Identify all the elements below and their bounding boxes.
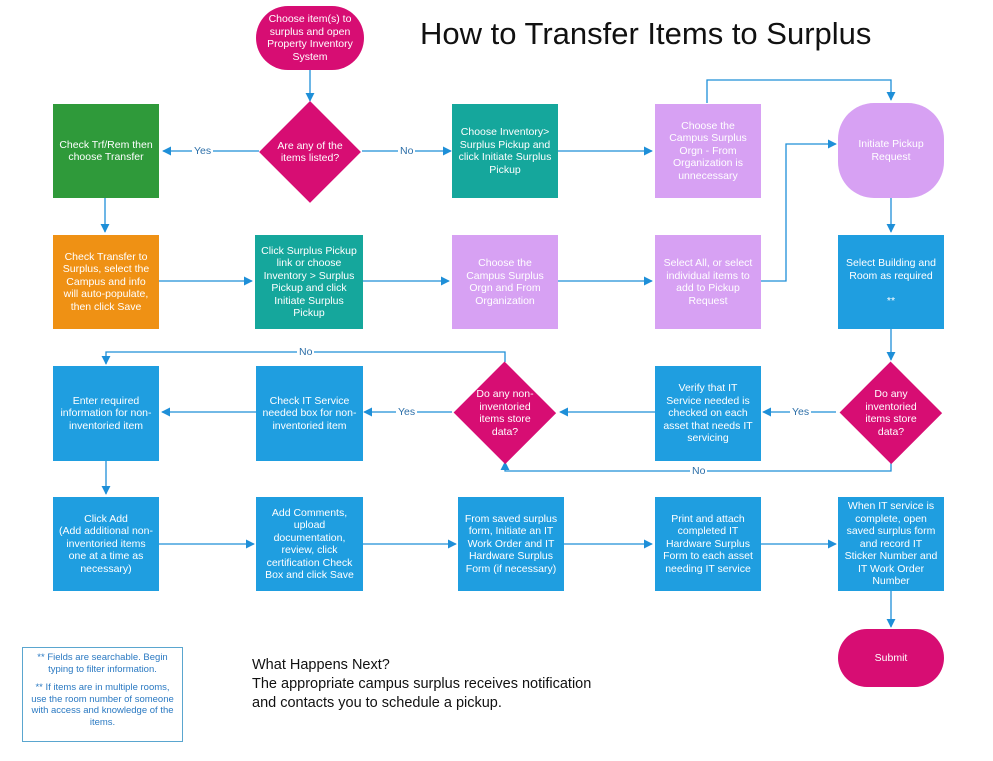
inventoried-decision: Do any inventoried items store data? xyxy=(837,360,945,466)
select-all-box: Select All, or select individual items t… xyxy=(655,235,761,329)
check-it-service-text: Check IT Service needed box for non-inve… xyxy=(262,394,357,432)
submit-text: Submit xyxy=(874,651,908,664)
select-building-text: Select Building and Room as required ** xyxy=(846,257,936,307)
check-it-service-box: Check IT Service needed box for non-inve… xyxy=(256,366,363,461)
select-building-box: Select Building and Room as required ** xyxy=(838,235,944,329)
edge-label-no-non-inv: No xyxy=(297,346,315,358)
from-saved-form-text: From saved surplus form, Initiate an IT … xyxy=(464,512,558,575)
choose-orgn-unnecessary-text: Choose the Campus Surplus Orgn - From Or… xyxy=(669,119,747,182)
inventoried-text: Do any inventoried items store data? xyxy=(865,388,917,438)
choose-orgn-from-box: Choose the Campus Surplus Orgn and From … xyxy=(452,235,558,329)
add-comments-text: Add Comments, upload documentation, revi… xyxy=(265,506,354,582)
items-listed-decision: Are any of the items listed? xyxy=(257,99,363,205)
add-comments-box: Add Comments, upload documentation, revi… xyxy=(256,497,363,591)
click-add-text: Click Add (Add additional non-inventorie… xyxy=(59,512,153,575)
choose-orgn-from-text: Choose the Campus Surplus Orgn and From … xyxy=(466,257,544,307)
print-attach-box: Print and attach completed IT Hardware S… xyxy=(655,497,761,591)
click-add-box: Click Add (Add additional non-inventorie… xyxy=(53,497,159,591)
start-node: Choose item(s) to surplus and open Prope… xyxy=(256,6,364,70)
click-surplus-link-box: Click Surplus Pickup link or choose Inve… xyxy=(255,235,363,329)
what-next-heading: What Happens Next? xyxy=(252,657,390,673)
choose-orgn-unnecessary-box: Choose the Campus Surplus Orgn - From Or… xyxy=(655,104,761,198)
diagram-title: How to Transfer Items to Surplus xyxy=(420,16,872,51)
print-attach-text: Print and attach completed IT Hardware S… xyxy=(663,512,753,575)
initiate-pickup-text: Initiate Pickup Request xyxy=(858,138,924,163)
from-saved-form-box: From saved surplus form, Initiate an IT … xyxy=(458,497,564,591)
initiate-pickup-node: Initiate Pickup Request xyxy=(838,103,944,198)
when-it-complete-box: When IT service is complete, open saved … xyxy=(838,497,944,591)
non-inventoried-text: Do any non-inventoried items store data? xyxy=(476,388,534,438)
note-searchable: ** Fields are searchable. Begin typing t… xyxy=(37,652,168,675)
start-node-text: Choose item(s) to surplus and open Prope… xyxy=(267,13,353,63)
choose-inventory-pickup-box: Choose Inventory> Surplus Pickup and cli… xyxy=(452,104,558,198)
edge-label-no-listed: No xyxy=(398,145,416,157)
what-next-line-2: and contacts you to schedule a pickup. xyxy=(252,695,502,711)
enter-required-box: Enter required information for non-inven… xyxy=(53,366,159,461)
verify-it-service-box: Verify that IT Service needed is checked… xyxy=(655,366,761,461)
choose-inventory-pickup-text: Choose Inventory> Surplus Pickup and cli… xyxy=(458,126,552,176)
edge-select-to-initiate xyxy=(760,139,837,282)
edge-label-yes-inv: Yes xyxy=(790,406,812,418)
check-trf-rem-box: Check Trf/Rem then choose Transfer xyxy=(53,104,159,198)
click-surplus-link-text: Click Surplus Pickup link or choose Inve… xyxy=(261,244,357,320)
edge-orgn-to-initiate xyxy=(706,79,896,103)
submit-node: Submit xyxy=(838,629,944,687)
verify-it-service-text: Verify that IT Service needed is checked… xyxy=(663,382,753,445)
what-next-line-1: The appropriate campus surplus receives … xyxy=(252,676,592,692)
check-transfer-surplus-box: Check Transfer to Surplus, select the Ca… xyxy=(53,235,159,329)
edge-label-no-inv: No xyxy=(690,465,708,477)
edge-label-yes-listed: Yes xyxy=(192,145,214,157)
check-transfer-surplus-text: Check Transfer to Surplus, select the Ca… xyxy=(62,250,150,313)
edge-label-yes-non-inv: Yes xyxy=(396,406,418,418)
enter-required-text: Enter required information for non-inven… xyxy=(60,394,152,432)
items-listed-text: Are any of the items listed? xyxy=(277,139,343,165)
check-trf-rem-text: Check Trf/Rem then choose Transfer xyxy=(59,138,153,164)
non-inventoried-decision: Do any non-inventoried items store data? xyxy=(451,360,559,466)
when-it-complete-text: When IT service is complete, open saved … xyxy=(844,500,938,588)
notes-box: ** Fields are searchable. Begin typing t… xyxy=(22,647,183,742)
what-happens-next: What Happens Next? The appropriate campu… xyxy=(252,656,652,713)
note-multiple-rooms: ** If items are in multiple rooms, use t… xyxy=(31,682,174,728)
select-all-text: Select All, or select individual items t… xyxy=(663,257,753,307)
